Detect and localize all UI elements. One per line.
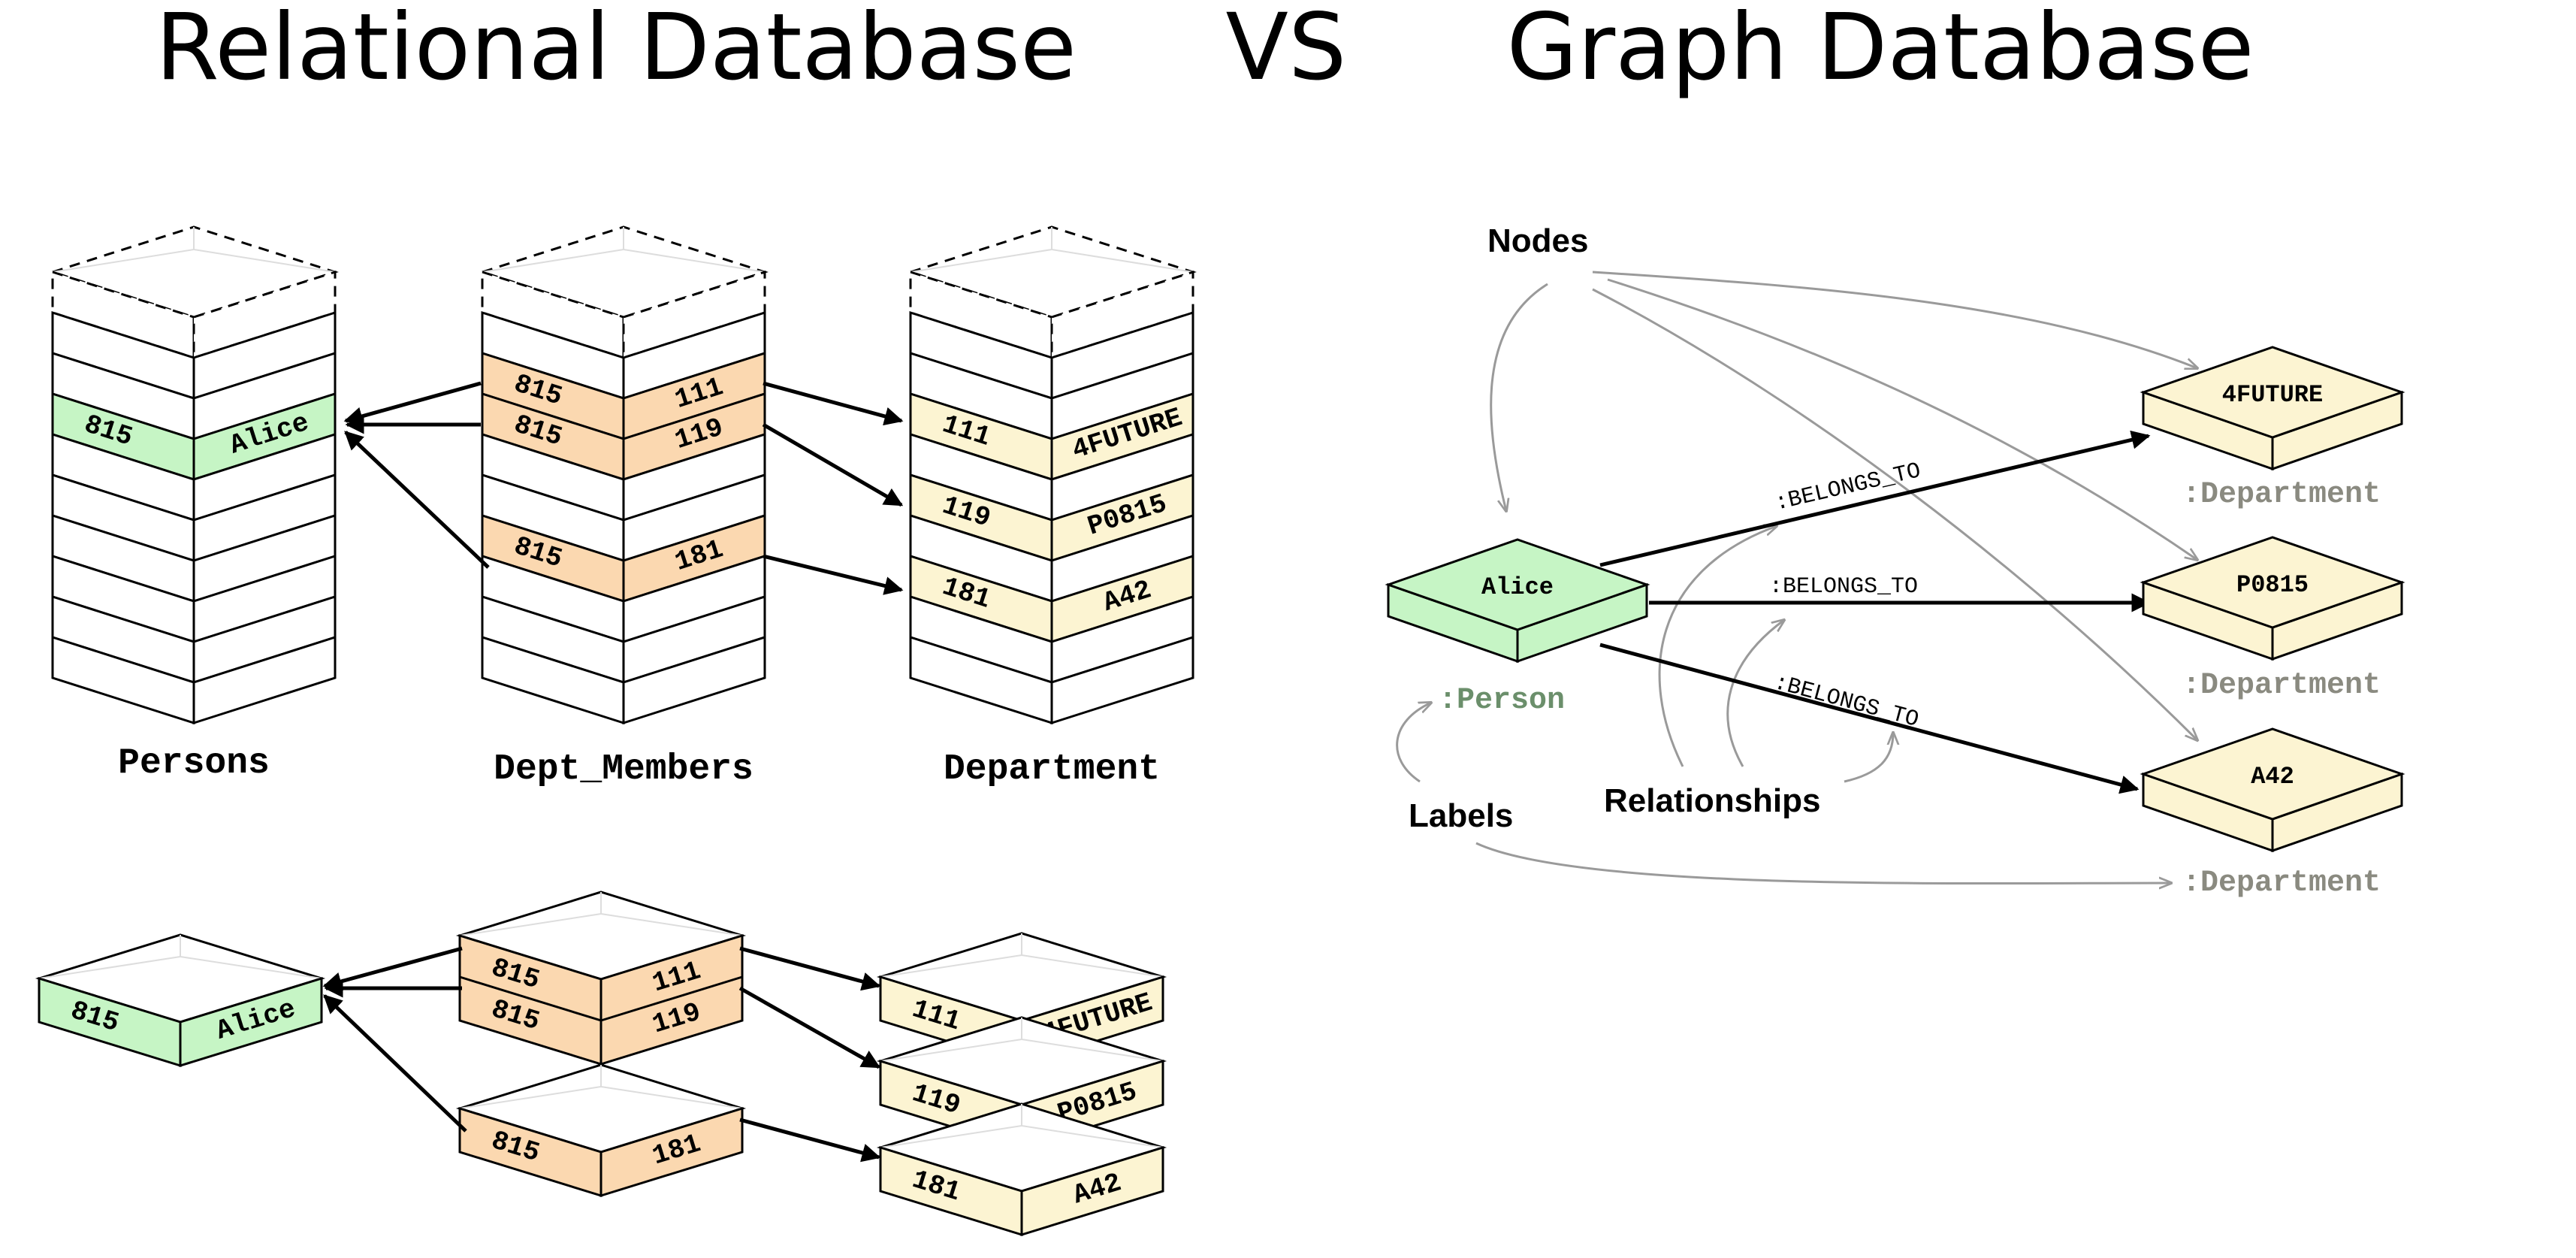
table-row-empty [909, 432, 1194, 522]
arrow-member3-to-dept3 [763, 554, 904, 595]
table-row-empty [909, 594, 1194, 685]
labels-annotation: Labels [1409, 797, 1513, 834]
slab-right-face [599, 1106, 744, 1198]
top-guide [880, 1039, 1022, 1062]
table-row-empty [909, 635, 1194, 725]
top-guide [600, 913, 743, 936]
nodes-to-alice-arrow [1490, 283, 1548, 511]
top-guide [1051, 249, 1194, 273]
slab-right-face [1020, 1145, 1164, 1237]
node-label: Alice [1481, 573, 1554, 601]
slab-right-face [192, 635, 337, 725]
top-guide [910, 249, 1052, 273]
top-guide [880, 1125, 1022, 1148]
node-label: A42 [2251, 763, 2294, 791]
exploded-arrow-m3-to-d3 [739, 1117, 881, 1163]
department-label-1: :Department [2182, 478, 2381, 512]
exploded-arrow-m2-to-d2 [738, 986, 881, 1069]
department-label-2: :Department [2182, 669, 2381, 703]
department-table-name: Department [944, 749, 1160, 790]
node-top-face [2140, 536, 2405, 629]
table-row-empty [51, 594, 337, 685]
node-p0815: P0815 [2140, 536, 2405, 661]
node-label: P0815 [2236, 571, 2309, 599]
node-top-face [2140, 727, 2405, 821]
labels-to-person-arrow [1396, 703, 1431, 783]
relationship-label-3: :BELONGS_TO [1771, 670, 1921, 733]
exploded-join-arrows [322, 946, 881, 1163]
labels-to-department-arrow [1475, 842, 2171, 884]
relationships-to-rel3-arrow [1844, 733, 1893, 783]
relationships-annotation: Relationships [1604, 782, 1821, 819]
node-label: 4FUTURE [2222, 381, 2323, 409]
top-guide [600, 1086, 743, 1109]
top-guide [38, 956, 181, 979]
node-4future: 4FUTURE [2140, 346, 2405, 471]
nodes-to-4future-arrow [1592, 271, 2197, 368]
nodes-to-p0815-arrow [1607, 278, 2197, 560]
top-guide [1021, 954, 1164, 978]
graph-relationships: :BELONGS_TO :BELONGS_TO :BELONGS_TO [1599, 430, 2151, 794]
node-alice: Alice [1385, 538, 1650, 664]
exploded-arrow-m1-to-d1 [739, 946, 881, 991]
persons-table-name: Persons [118, 743, 270, 784]
stack-row-header [481, 270, 766, 360]
slab-right-face [179, 976, 323, 1068]
table-row-empty [51, 635, 337, 725]
node-top-face [1385, 538, 1650, 631]
vs-title: VS [1226, 0, 1347, 101]
top-guide [623, 249, 766, 273]
top-guide [482, 249, 624, 273]
arrow-member2-to-dept2 [762, 422, 904, 507]
exploded-arrow-m1-to-alice [322, 946, 463, 991]
nodes-annotation: Nodes [1487, 222, 1588, 259]
table-row-empty [51, 432, 337, 522]
relational-join-arrows [343, 381, 904, 595]
node-top-face [2140, 346, 2405, 439]
top-guide [52, 249, 195, 273]
relationship-to-4future [1599, 430, 2151, 567]
relational-database-title: Relational Database [156, 0, 1077, 101]
top-guide [180, 956, 322, 979]
slab-right-face [622, 635, 766, 725]
exploded-arrow-m3-to-alice [323, 994, 467, 1133]
graph-database-title: Graph Database [1506, 0, 2254, 101]
top-guide [880, 954, 1022, 978]
node-a42: A42 [2140, 727, 2405, 853]
table-row-empty [481, 635, 766, 725]
relationship-label-2: :BELONGS_TO [1769, 574, 1918, 600]
top-guide [1021, 1125, 1164, 1148]
person-label: :Person [1439, 684, 1565, 718]
top-guide [193, 249, 336, 273]
table-row-empty [51, 351, 337, 441]
dept-members-table-name: Dept_Members [494, 749, 753, 790]
arrow-member1-to-dept1 [763, 381, 904, 426]
top-guide [459, 1086, 602, 1109]
table-row-empty [481, 554, 766, 644]
slab-right-face [1050, 635, 1194, 725]
top-guide [459, 913, 602, 936]
relationships-to-rel2-arrow [1726, 620, 1784, 767]
top-guide [1021, 1039, 1164, 1062]
relationship-to-a42 [1599, 643, 2140, 794]
nodes-to-a42-arrow [1592, 288, 2197, 740]
department-label-3: :Department [2182, 866, 2381, 900]
relationships-to-rel1-arrow [1658, 526, 1777, 767]
arrow-member3-to-alice [344, 431, 490, 569]
arrow-member1-to-alice [343, 381, 482, 426]
slab-right-face [599, 975, 744, 1066]
